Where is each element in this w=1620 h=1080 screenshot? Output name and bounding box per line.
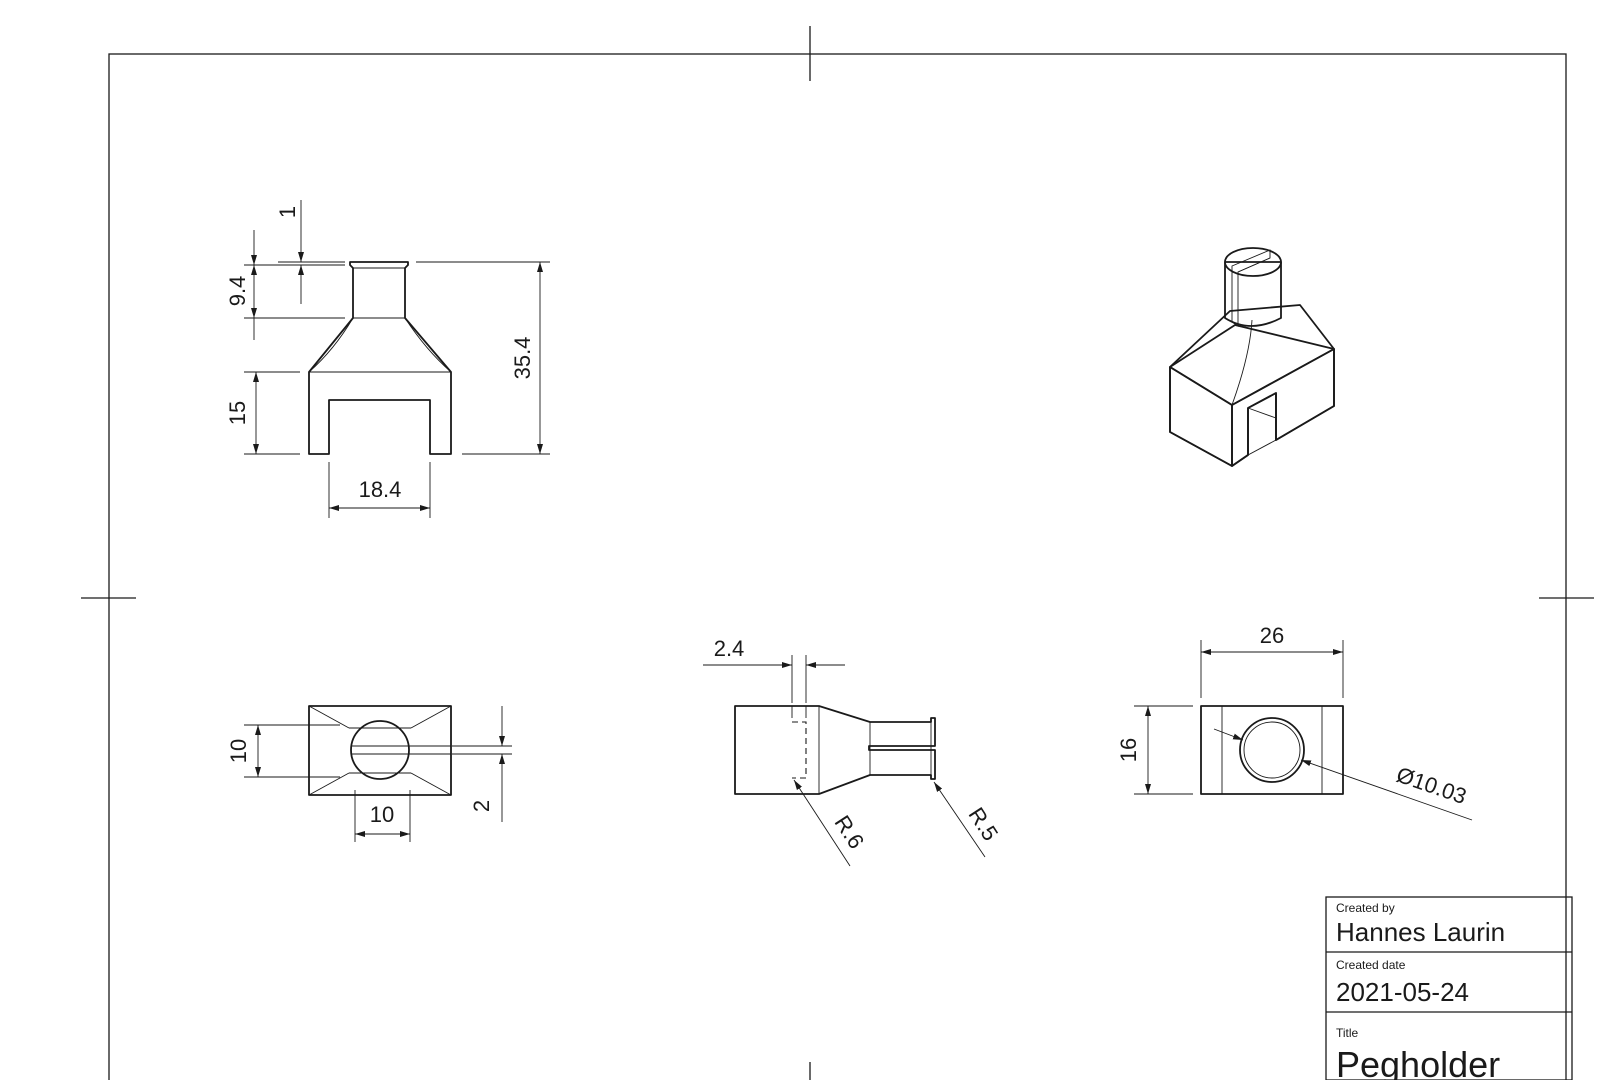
isometric-view (1169, 247, 1335, 467)
top-view-dimensions: 10 10 2 (226, 706, 512, 842)
dim-total-height-text: 35.4 (510, 337, 535, 380)
right-view-dimensions: 26 16 Ø10.03 (1116, 623, 1473, 821)
top-dim-width-text: 10 (370, 802, 394, 827)
title-label: Title (1336, 1026, 1359, 1040)
side-view: 2.4 R.6 R.5 (703, 636, 1004, 867)
right-dim-diameter-text: Ø10.03 (1393, 762, 1469, 809)
sheet-border (81, 26, 1594, 1080)
top-dim-slot-text: 2 (469, 800, 494, 812)
dim-top-text: 1 (275, 206, 300, 218)
right-view: 26 16 Ø10.03 (1116, 623, 1473, 821)
dim-slot-width-text: 18.4 (359, 477, 402, 502)
side-dim-radius-b-text: R.5 (964, 803, 1004, 845)
right-dim-width-text: 26 (1260, 623, 1284, 648)
front-view-outline (308, 261, 452, 455)
dim-neck-text: 9.4 (225, 276, 250, 307)
dim-leg-text: 15 (225, 401, 250, 425)
front-view-dimensions: 1 9.4 15 35.4 18.4 (225, 200, 550, 518)
created-date-value: 2021-05-24 (1336, 977, 1469, 1007)
drawing-title: Pegholder (1336, 1044, 1500, 1080)
front-view: 1 9.4 15 35.4 18.4 (225, 200, 550, 518)
title-block: Created by Hannes Laurin Created date 20… (1325, 896, 1573, 1080)
side-view-dimensions: 2.4 R.6 R.5 (703, 636, 1004, 867)
created-date-label: Created date (1336, 958, 1406, 972)
side-dim-wall-text: 2.4 (714, 636, 745, 661)
created-by-value: Hannes Laurin (1336, 917, 1505, 947)
right-dim-height-text: 16 (1116, 738, 1141, 762)
top-dim-height-text: 10 (226, 739, 251, 763)
side-dim-radius-a-text: R.6 (830, 811, 870, 853)
created-by-label: Created by (1336, 901, 1395, 915)
top-view: 10 10 2 (226, 705, 512, 842)
